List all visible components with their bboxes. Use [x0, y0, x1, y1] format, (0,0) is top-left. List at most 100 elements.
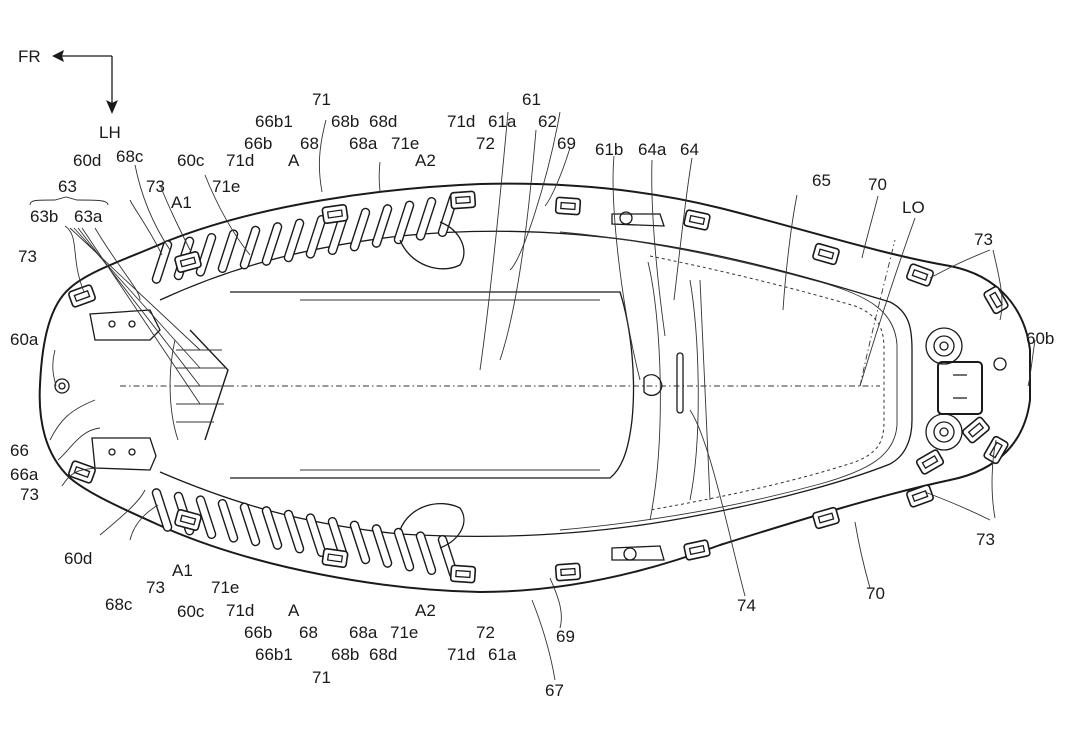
- mount-slot: [812, 506, 840, 530]
- label-68c: 68c: [105, 595, 133, 614]
- label-73: 73: [976, 530, 995, 549]
- label-A1: A1: [171, 193, 192, 212]
- rib: [283, 218, 305, 263]
- label-63a: 63a: [74, 207, 103, 226]
- label-69: 69: [557, 134, 576, 153]
- label-A: A: [288, 601, 300, 620]
- label-60d: 60d: [73, 151, 101, 170]
- mount-slot: [321, 203, 349, 225]
- rib: [349, 520, 371, 565]
- mount-slot: [906, 484, 934, 508]
- label-61b: 61b: [595, 140, 623, 159]
- label-70: 70: [866, 584, 885, 603]
- rib: [393, 527, 415, 572]
- mount-slot: [983, 285, 1009, 315]
- front-mount-plate-top: [89, 309, 161, 341]
- front-mount-plate-bottom: [91, 437, 157, 471]
- front-arrow-icon: [52, 50, 64, 62]
- label-A1: A1: [172, 561, 193, 580]
- label-73: 73: [20, 485, 39, 504]
- label-71: 71: [312, 668, 331, 687]
- label-73: 73: [18, 247, 37, 266]
- label-64a: 64a: [638, 140, 667, 159]
- seat-center-inner: [300, 299, 600, 471]
- rib: [239, 502, 261, 547]
- rib: [371, 204, 393, 248]
- mount-slot-inner: [921, 455, 939, 469]
- rear-latch-area: [925, 327, 1007, 451]
- label-73: 73: [974, 230, 993, 249]
- rib: [239, 225, 261, 270]
- label-68c: 68c: [116, 147, 144, 166]
- label-68b: 68b: [331, 645, 359, 664]
- label-66: 66: [10, 441, 29, 460]
- mount-slot: [554, 196, 582, 216]
- hole: [128, 320, 136, 328]
- hole: [108, 448, 116, 456]
- mount-slot-inner: [179, 256, 197, 268]
- mount-slot-inner: [455, 569, 471, 579]
- label-71: 71: [312, 90, 331, 109]
- label-68b: 68b: [331, 112, 359, 131]
- label-71d: 71d: [226, 601, 254, 620]
- label-66b1: 66b1: [255, 112, 293, 131]
- rib: [217, 229, 239, 274]
- center-slot: [676, 352, 684, 414]
- hinge-bracket-top: [611, 213, 665, 227]
- mount-slot-inner: [560, 201, 576, 211]
- mount-slot-inner: [560, 567, 576, 577]
- mount-slot: [812, 242, 840, 266]
- seat-center-panel: [230, 291, 635, 479]
- mount-slot: [983, 435, 1009, 465]
- mount-slot-inner: [688, 214, 706, 226]
- seat-step-lines: [647, 261, 711, 521]
- label-66b: 66b: [244, 623, 272, 642]
- rib: [393, 200, 415, 245]
- label-61a: 61a: [488, 645, 517, 664]
- hole: [108, 320, 116, 328]
- leader-lines: [49, 111, 1036, 681]
- label-60d: 60d: [64, 549, 92, 568]
- mount-slot: [449, 190, 477, 210]
- mount-slot: [962, 416, 990, 444]
- top-hump: [399, 221, 465, 270]
- hole: [128, 448, 136, 456]
- label-71e: 71e: [390, 623, 418, 642]
- mount-slot: [906, 263, 934, 287]
- front-rib-section: [169, 329, 229, 441]
- label-71e: 71e: [391, 134, 419, 153]
- rib: [283, 509, 305, 554]
- rib: [261, 506, 283, 550]
- label-A2: A2: [415, 151, 436, 170]
- label-66b1: 66b1: [255, 645, 293, 664]
- mount-slot-inner: [967, 422, 985, 438]
- label-71e: 71e: [211, 578, 239, 597]
- label-left: LH: [99, 123, 121, 142]
- label-72: 72: [476, 623, 495, 642]
- mount-slot-inner: [911, 268, 929, 282]
- label-61: 61: [522, 90, 541, 109]
- label-67: 67: [545, 681, 564, 700]
- label-71d: 71d: [447, 645, 475, 664]
- mount-slot-inner: [817, 512, 835, 524]
- mount-slots: [68, 190, 1009, 584]
- rib: [217, 498, 239, 543]
- mount-slot-inner: [326, 553, 344, 563]
- mount-slot: [68, 284, 96, 308]
- seat-inner-rim: [159, 230, 913, 538]
- label-60c: 60c: [177, 602, 205, 621]
- label-60c: 60c: [177, 151, 205, 170]
- mount-slot: [554, 562, 582, 582]
- label-68d: 68d: [369, 645, 397, 664]
- label-74: 74: [737, 596, 756, 615]
- mount-slot-inner: [911, 489, 929, 503]
- label-68d: 68d: [369, 112, 397, 131]
- label-71e: 71e: [212, 177, 240, 196]
- label-66a: 66a: [10, 465, 39, 484]
- mount-slot-inner: [73, 289, 91, 303]
- label-68a: 68a: [349, 134, 378, 153]
- brace-63: [29, 196, 109, 206]
- mount-slot: [174, 509, 202, 531]
- mount-slot: [683, 539, 711, 561]
